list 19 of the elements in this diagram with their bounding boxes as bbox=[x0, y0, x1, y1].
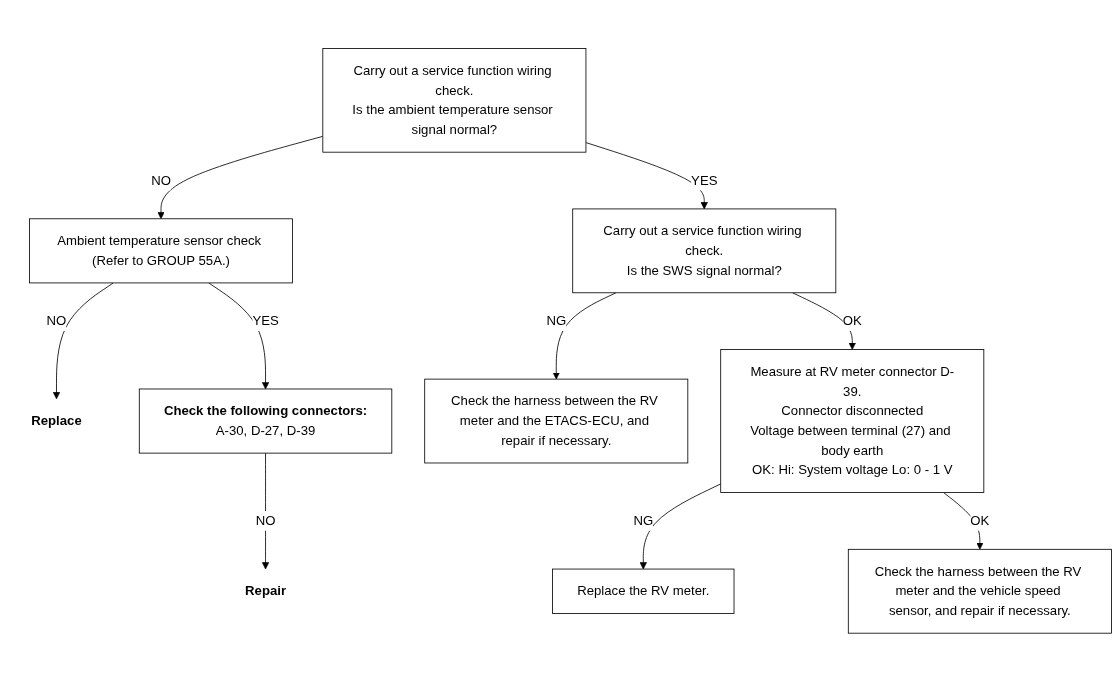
edge-label: OK bbox=[842, 313, 862, 328]
edge-label: YES bbox=[691, 173, 718, 188]
node-box: Carry out a service function wiring check. Is the ambient temperature sensor signal normal? bbox=[322, 48, 587, 153]
node-box: Replace the RV meter. bbox=[552, 568, 735, 614]
node-box: Check the following connectors: A-30, D-27, D-39 bbox=[138, 388, 393, 454]
node-box: Carry out a service function wiring check. Is the SWS signal normal? bbox=[572, 208, 837, 294]
edge-label: NG bbox=[546, 313, 567, 328]
node-text: Repair bbox=[245, 583, 287, 598]
node-text: Replace bbox=[31, 413, 82, 428]
edge-label: NG bbox=[633, 513, 654, 528]
edge-label: NO bbox=[255, 513, 276, 528]
node-box: Measure at RV meter connector D-39. Connector disconnected Voltage between terminal (27) and body earth OK: Hi: System voltage Lo: 0 - 1 V bbox=[720, 349, 985, 494]
node-box: Check the harness between the RV meter and the ETACS-ECU, and repair if necessary. bbox=[424, 378, 689, 464]
edge-label: YES bbox=[252, 313, 279, 328]
node-box: Ambient temperature sensor check (Refer to GROUP 55A.) bbox=[29, 218, 293, 284]
edge-label: NO bbox=[46, 313, 67, 328]
node-box: Check the harness between the RV meter and the vehicle speed sensor, and repair if necessary. bbox=[847, 549, 1112, 634]
edge-label: OK bbox=[970, 513, 990, 528]
edge-label: NO bbox=[151, 173, 171, 188]
